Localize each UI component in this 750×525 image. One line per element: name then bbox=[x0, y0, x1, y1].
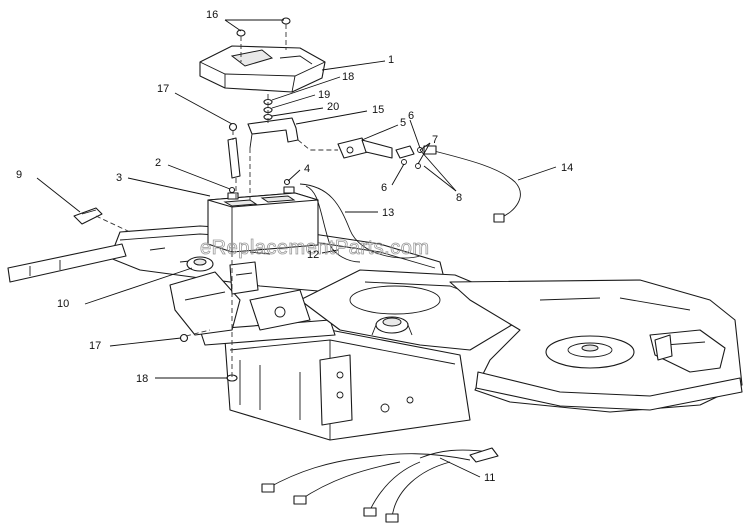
leader-lines bbox=[36, 19, 557, 478]
callout-11: 11 bbox=[484, 472, 495, 484]
callout-12: 12 bbox=[307, 249, 319, 261]
callout-9: 9 bbox=[16, 169, 22, 181]
mower-frame bbox=[7, 225, 521, 441]
small-parts bbox=[73, 17, 291, 382]
callout-17-upper: 17 bbox=[157, 83, 169, 95]
callout-18-lower: 18 bbox=[136, 373, 148, 385]
solenoid-relay bbox=[337, 137, 423, 169]
callout-6-lower: 6 bbox=[381, 182, 387, 194]
callout-7: 7 bbox=[432, 134, 438, 146]
callout-16: 16 bbox=[206, 9, 218, 21]
callout-13: 13 bbox=[382, 207, 394, 219]
callout-1: 1 bbox=[388, 54, 394, 66]
callout-3: 3 bbox=[116, 172, 122, 184]
callout-15: 15 bbox=[372, 104, 384, 116]
callout-17-lower: 17 bbox=[89, 340, 101, 352]
callout-6-upper: 6 bbox=[408, 110, 414, 122]
callout-numbers: 16 1 18 19 20 15 17 5 6 7 6 8 14 2 3 4 9… bbox=[16, 9, 573, 484]
assembly-lines bbox=[95, 24, 338, 380]
callout-10: 10 bbox=[57, 298, 69, 310]
battery bbox=[207, 186, 319, 253]
callout-20: 20 bbox=[327, 101, 339, 113]
watermark-text: eReplacementParts.com bbox=[200, 237, 429, 259]
callout-2: 2 bbox=[155, 157, 161, 169]
battery-hold-down bbox=[227, 117, 299, 179]
battery-cover bbox=[199, 45, 326, 93]
mower-deck bbox=[449, 279, 743, 413]
callout-18-upper: 18 bbox=[342, 71, 354, 83]
callout-5: 5 bbox=[400, 117, 406, 129]
callout-8: 8 bbox=[456, 192, 462, 204]
callout-4: 4 bbox=[304, 163, 310, 175]
callout-19: 19 bbox=[318, 89, 330, 101]
callout-14: 14 bbox=[561, 162, 573, 174]
